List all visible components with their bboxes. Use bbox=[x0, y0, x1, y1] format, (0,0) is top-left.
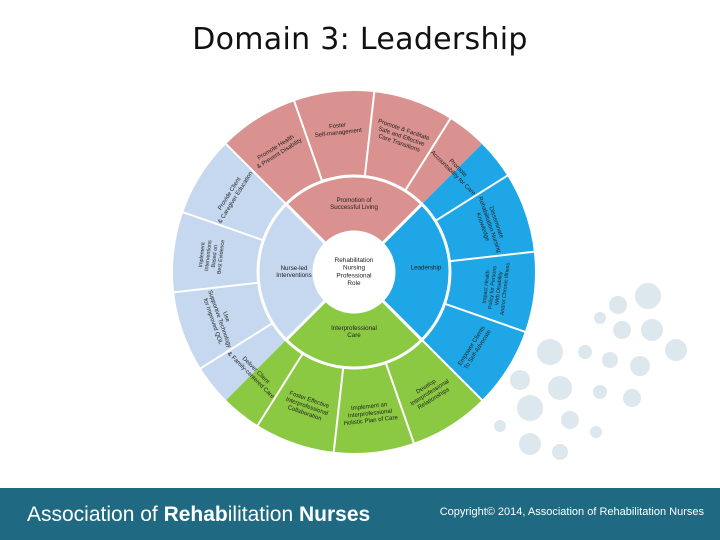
outer-label-5-line: Impact Health bbox=[482, 270, 492, 304]
center-circle bbox=[312, 230, 396, 314]
outer-label-1-line: Foster bbox=[329, 122, 347, 130]
outer-divider bbox=[332, 367, 345, 453]
decorative-dot bbox=[623, 389, 641, 407]
footer-bar: Association of Rehabilitation Nurses Cop… bbox=[0, 488, 720, 540]
decorative-dot bbox=[537, 339, 563, 365]
outer-divider bbox=[421, 339, 484, 402]
inner-label-interprofessional-line: Interprofessional bbox=[331, 325, 377, 332]
decorative-dot bbox=[594, 312, 606, 324]
decorative-dot bbox=[613, 321, 631, 339]
decorative-dot bbox=[548, 376, 572, 400]
inner-label-promotion-line: Promotion of bbox=[336, 197, 371, 204]
outer-label-5-line: With Disability bbox=[494, 271, 504, 306]
org-name-part: Association of bbox=[27, 503, 164, 526]
decorative-dot bbox=[517, 395, 543, 421]
inner-divider bbox=[285, 299, 327, 341]
slide-title: Domain 3: Leadership bbox=[192, 22, 528, 57]
inner-divider bbox=[381, 203, 423, 245]
center-label-line: Rehabilitation bbox=[335, 257, 374, 264]
decorative-dot bbox=[494, 420, 506, 432]
decorative-dot bbox=[561, 411, 579, 429]
inner-sector-interprofessional bbox=[286, 300, 422, 369]
middle-ring-border bbox=[256, 174, 452, 370]
outer-sector-nurse-led bbox=[172, 143, 287, 401]
outer-divider bbox=[384, 362, 416, 445]
decorative-dot bbox=[593, 385, 607, 399]
decorative-dot bbox=[630, 356, 650, 376]
outer-divider bbox=[404, 117, 452, 192]
outer-ring-border bbox=[171, 89, 537, 455]
outer-label-12-line: Interventions bbox=[204, 240, 213, 272]
inner-divider bbox=[285, 203, 327, 245]
outer-divider bbox=[444, 302, 527, 334]
decorative-dot bbox=[602, 352, 618, 368]
copyright-notice: Copyright© 2014, Association of Rehabili… bbox=[439, 506, 704, 518]
inner-sector-nurse-led bbox=[258, 204, 326, 340]
outer-divider bbox=[292, 99, 324, 182]
org-name-bold: Rehab bbox=[163, 503, 228, 526]
outer-divider bbox=[363, 91, 376, 177]
outer-sector-interprofessional bbox=[225, 339, 483, 454]
outer-divider bbox=[434, 174, 509, 222]
inner-label-nurse-led-line: Nurse-led bbox=[281, 265, 308, 272]
outer-divider bbox=[449, 250, 535, 263]
outer-label-8-line: Interprofessional bbox=[348, 409, 393, 420]
inner-label-leadership: Leadership bbox=[411, 265, 442, 272]
center-label-line: Nursing bbox=[343, 265, 365, 272]
inner-sector-leadership bbox=[382, 204, 451, 340]
inner-sector-promotion bbox=[286, 175, 422, 244]
inner-label-promotion-line: Successful Living bbox=[330, 204, 378, 211]
inner-label-nurse-led-line: Interventions bbox=[276, 272, 311, 279]
organization-name: Association of Rehabilitation Nurses bbox=[27, 503, 370, 527]
center-label-line: Professional bbox=[336, 272, 371, 279]
decorative-dot bbox=[552, 444, 568, 460]
outer-label-5-line: And/or Chronic Illness bbox=[500, 262, 512, 315]
outer-label-12-line: Based on bbox=[211, 245, 220, 268]
outer-sector-leadership bbox=[421, 143, 536, 401]
inner-label-leadership-line: Leadership bbox=[411, 265, 442, 272]
decorative-dot bbox=[510, 370, 530, 390]
outer-divider bbox=[199, 322, 274, 370]
outer-label-1-line: Self-management bbox=[315, 128, 363, 139]
decorative-dot bbox=[578, 345, 592, 359]
center-label-line: Role bbox=[347, 280, 361, 287]
outer-divider bbox=[256, 352, 304, 427]
outer-label-5-line: Policy for Persons bbox=[488, 265, 499, 309]
outer-label-11-line: Use bbox=[221, 311, 230, 324]
outer-label-8-line: Implement an bbox=[351, 402, 388, 412]
outer-label-12-line: Implement bbox=[198, 242, 207, 268]
decorative-dot bbox=[590, 426, 602, 438]
decorative-dot bbox=[665, 339, 687, 361]
decorative-dot bbox=[519, 433, 541, 455]
inner-divider bbox=[381, 299, 423, 341]
outer-divider bbox=[173, 281, 259, 294]
org-name-part: ilitation bbox=[227, 503, 299, 526]
decorative-dot bbox=[641, 319, 663, 341]
outer-divider bbox=[181, 210, 264, 242]
org-name-bold: Nurses bbox=[298, 503, 371, 526]
decorative-dot bbox=[635, 283, 661, 309]
outer-divider bbox=[224, 142, 287, 205]
decorative-dot bbox=[609, 296, 627, 314]
outer-label-12-line: Best Evidence bbox=[216, 240, 226, 275]
outer-sector-promotion bbox=[225, 90, 483, 205]
inner-label-interprofessional-line: Care bbox=[347, 332, 361, 339]
